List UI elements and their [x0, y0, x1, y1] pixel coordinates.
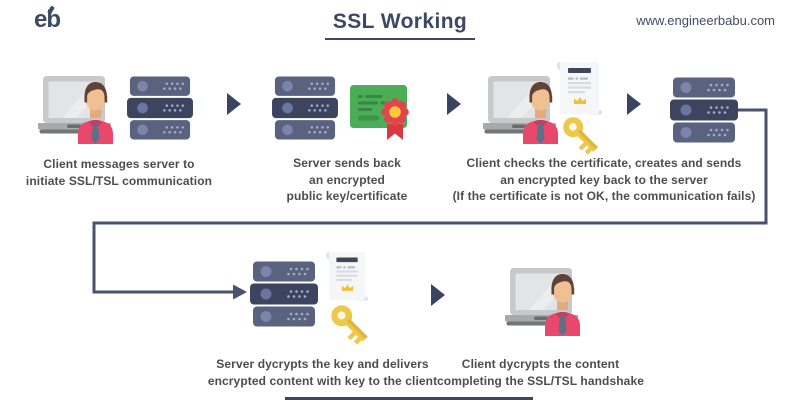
step-2-caption: Server sends back an encrypted public ke…	[252, 155, 442, 205]
caption-line: completing the SSL/TSL handshake	[436, 373, 644, 388]
caption-line: public key/certificate	[286, 189, 408, 204]
caption-line: initiate SSL/TSL communication	[25, 173, 213, 188]
caption-line: Client messages server to	[43, 157, 195, 171]
engineerbabu-logo: eb	[34, 5, 61, 34]
server-stack-icon	[272, 76, 338, 140]
caption-line: an encrypted	[309, 172, 385, 187]
page-title: SSL Working	[0, 10, 800, 40]
title-underline	[325, 38, 475, 40]
client-laptop-icon	[483, 74, 565, 144]
caption-line: Client dycrypts the content	[461, 357, 620, 371]
client-laptop-icon	[505, 266, 587, 336]
website-url: www.engineerbabu.com	[636, 13, 775, 28]
caption-line: encrypted content with key to the client	[207, 373, 438, 388]
title-text: SSL Working	[332, 10, 468, 33]
certificate-icon	[350, 80, 414, 142]
step-5-caption: Server dycrypts the key and delivers enc…	[170, 356, 475, 389]
step-6-caption: Client dycrypts the content completing t…	[408, 356, 673, 389]
encrypted-document-icon	[557, 61, 603, 117]
flow-arrow-icon	[447, 93, 461, 115]
encrypted-document-icon	[326, 251, 369, 303]
server-stack-icon	[127, 76, 193, 140]
key-icon	[560, 114, 604, 158]
flow-arrow-icon	[431, 284, 445, 306]
footer-edge-sliver	[285, 397, 533, 400]
server-stack-icon	[250, 261, 318, 327]
caption-line: Client checks the certificate, creates a…	[466, 156, 742, 170]
client-laptop-icon	[38, 74, 120, 144]
caption-line: an encrypted key back to the server	[500, 172, 708, 187]
caption-line: Server sends back	[293, 156, 401, 170]
caption-line: Server dycrypts the key and delivers	[216, 357, 429, 371]
flow-arrow-icon	[627, 93, 641, 115]
step-3-caption: Client checks the certificate, creates a…	[434, 155, 774, 205]
flow-arrow-icon	[227, 93, 241, 115]
server-stack-icon	[670, 77, 738, 143]
key-icon	[328, 302, 374, 348]
caption-line: (If the certificate is not OK, the commu…	[452, 189, 756, 204]
step-1-caption: Client messages server to initiate SSL/T…	[8, 156, 230, 189]
